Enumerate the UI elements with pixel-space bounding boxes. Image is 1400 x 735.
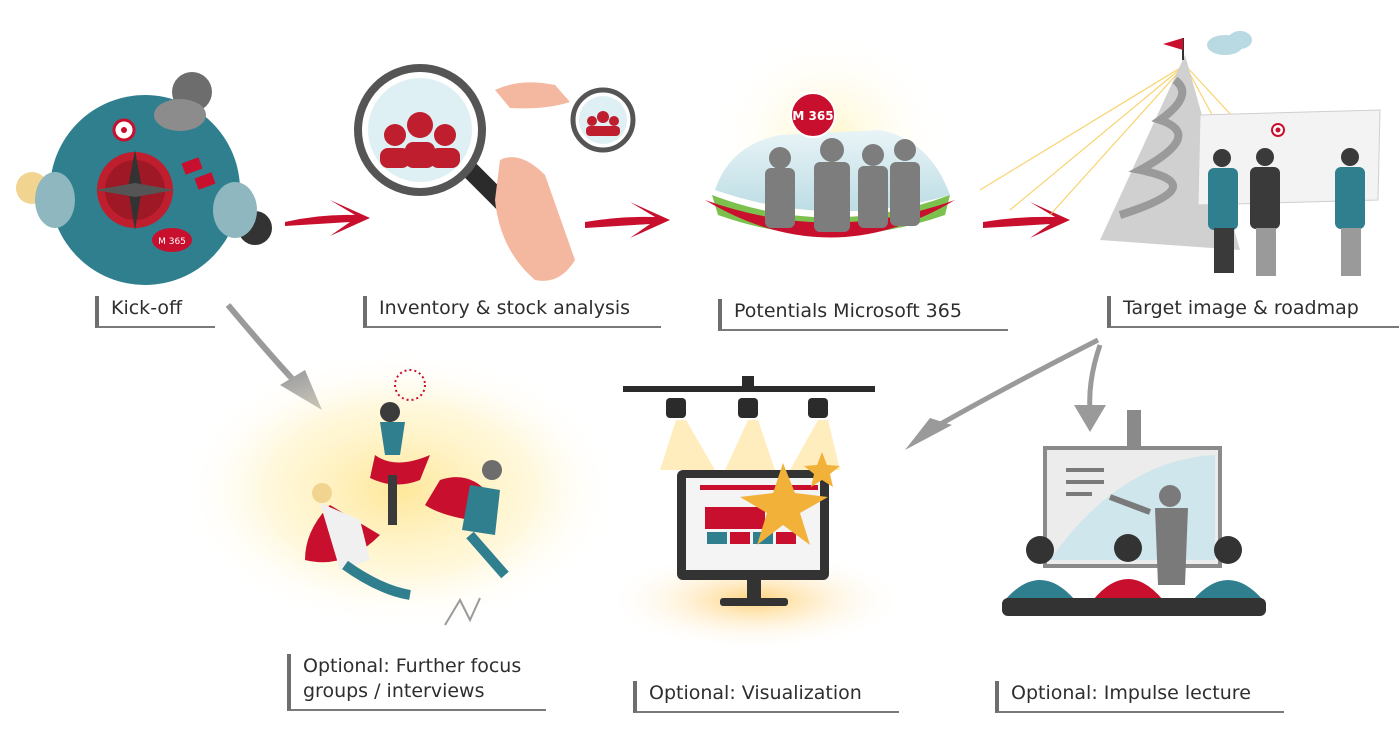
step-label-target-roadmap: Target image & roadmap [1107, 296, 1399, 328]
red-arrow-1 [285, 200, 370, 236]
step-label-potentials: Potentials Microsoft 365 [718, 299, 1008, 331]
focus-groups-illustration [180, 350, 620, 630]
red-arrow-3 [983, 202, 1070, 238]
target-roadmap-illustration [979, 31, 1381, 276]
step-label-inventory: Inventory & stock analysis [363, 296, 661, 328]
optional-label-focus-groups: Optional: Further focus groups / intervi… [287, 654, 546, 711]
inventory-illustration [354, 64, 636, 281]
optional-label-impulse-lecture: Optional: Impulse lecture [995, 681, 1284, 713]
gray-arrow-roadmap-to-visualization [905, 337, 1100, 450]
gray-arrow-roadmap-to-lecture [1074, 344, 1106, 432]
visualization-illustration [605, 376, 905, 650]
red-arrow-2 [585, 202, 670, 238]
impulse-lecture-illustration [1002, 410, 1266, 616]
m365-sun-badge: M 365 [792, 109, 833, 123]
kickoff-illustration: M 365 [16, 72, 272, 285]
optional-label-visualization: Optional: Visualization [633, 681, 899, 713]
m365-cloud-badge: M 365 [158, 237, 186, 247]
potentials-illustration: M 365 [705, 30, 955, 250]
step-label-kickoff: Kick-off [95, 296, 215, 328]
